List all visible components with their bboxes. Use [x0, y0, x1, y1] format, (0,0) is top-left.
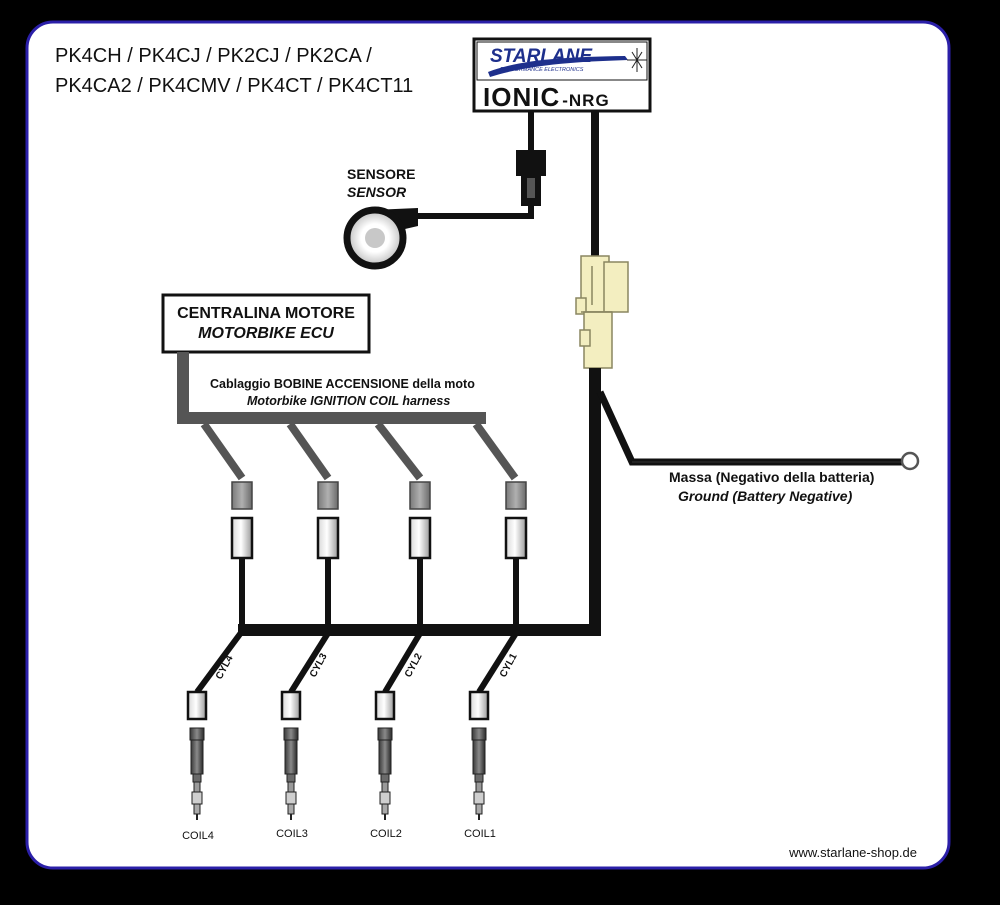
brand-swoosh-icon	[488, 56, 628, 77]
ground-label-it: Massa (Negativo della batteria)	[669, 469, 874, 485]
coil-connector-2	[408, 481, 432, 630]
cylinder-outputs	[186, 628, 521, 820]
ecu-label-en: MOTORBIKE ECU	[198, 325, 334, 342]
coil-connectors	[230, 481, 528, 630]
coil-label-2: COIL2	[370, 828, 402, 840]
cylinder-output-1	[468, 628, 521, 820]
ecu-box	[161, 293, 371, 354]
sensor-label-it: SENSORE	[347, 166, 415, 182]
sensor-wiring	[412, 112, 546, 219]
coil-connector-3	[316, 481, 340, 630]
brand-logo: STARLANE	[490, 46, 593, 67]
coil-connector-1	[504, 481, 528, 630]
cylinder-output-2	[374, 628, 425, 820]
ground-label-en: Ground (Battery Negative)	[678, 488, 853, 504]
cylinder-output-4	[186, 628, 246, 820]
coil-label-1: COIL1	[464, 828, 496, 840]
harness-label-en: Motorbike IGNITION COIL harness	[247, 394, 450, 408]
sensor	[343, 206, 418, 270]
module-name: IONIC-NRG	[483, 82, 610, 112]
coil-connector-4	[230, 481, 254, 630]
brand-subtitle: PERFORMANCE ELECTRONICS	[500, 67, 584, 73]
ground-terminal	[900, 451, 920, 471]
coil-label-4: COIL4	[182, 830, 214, 842]
ionic-module: STARLANE PERFORMANCE ELECTRONICS IONIC-N…	[472, 37, 652, 113]
coil-label-3: COIL3	[276, 828, 308, 840]
yellow-connector	[575, 255, 629, 369]
harness-label-it: Cablaggio BOBINE ACCENSIONE della moto	[210, 377, 475, 391]
cylinder-output-3	[280, 628, 333, 820]
ecu-label-it: CENTRALINA MOTORE	[177, 305, 355, 322]
website-label: www.starlane-shop.de	[788, 845, 917, 860]
sensor-label-en: SENSOR	[347, 184, 407, 200]
star-icon	[627, 48, 647, 72]
models-line-1: PK4CH / PK4CJ / PK2CJ / PK2CA /	[55, 45, 372, 67]
ecu-coil-harness	[177, 352, 519, 481]
models-line-2: PK4CA2 / PK4CMV / PK4CT / PK4CT11	[55, 75, 413, 97]
sensor-connector-top	[516, 150, 546, 176]
